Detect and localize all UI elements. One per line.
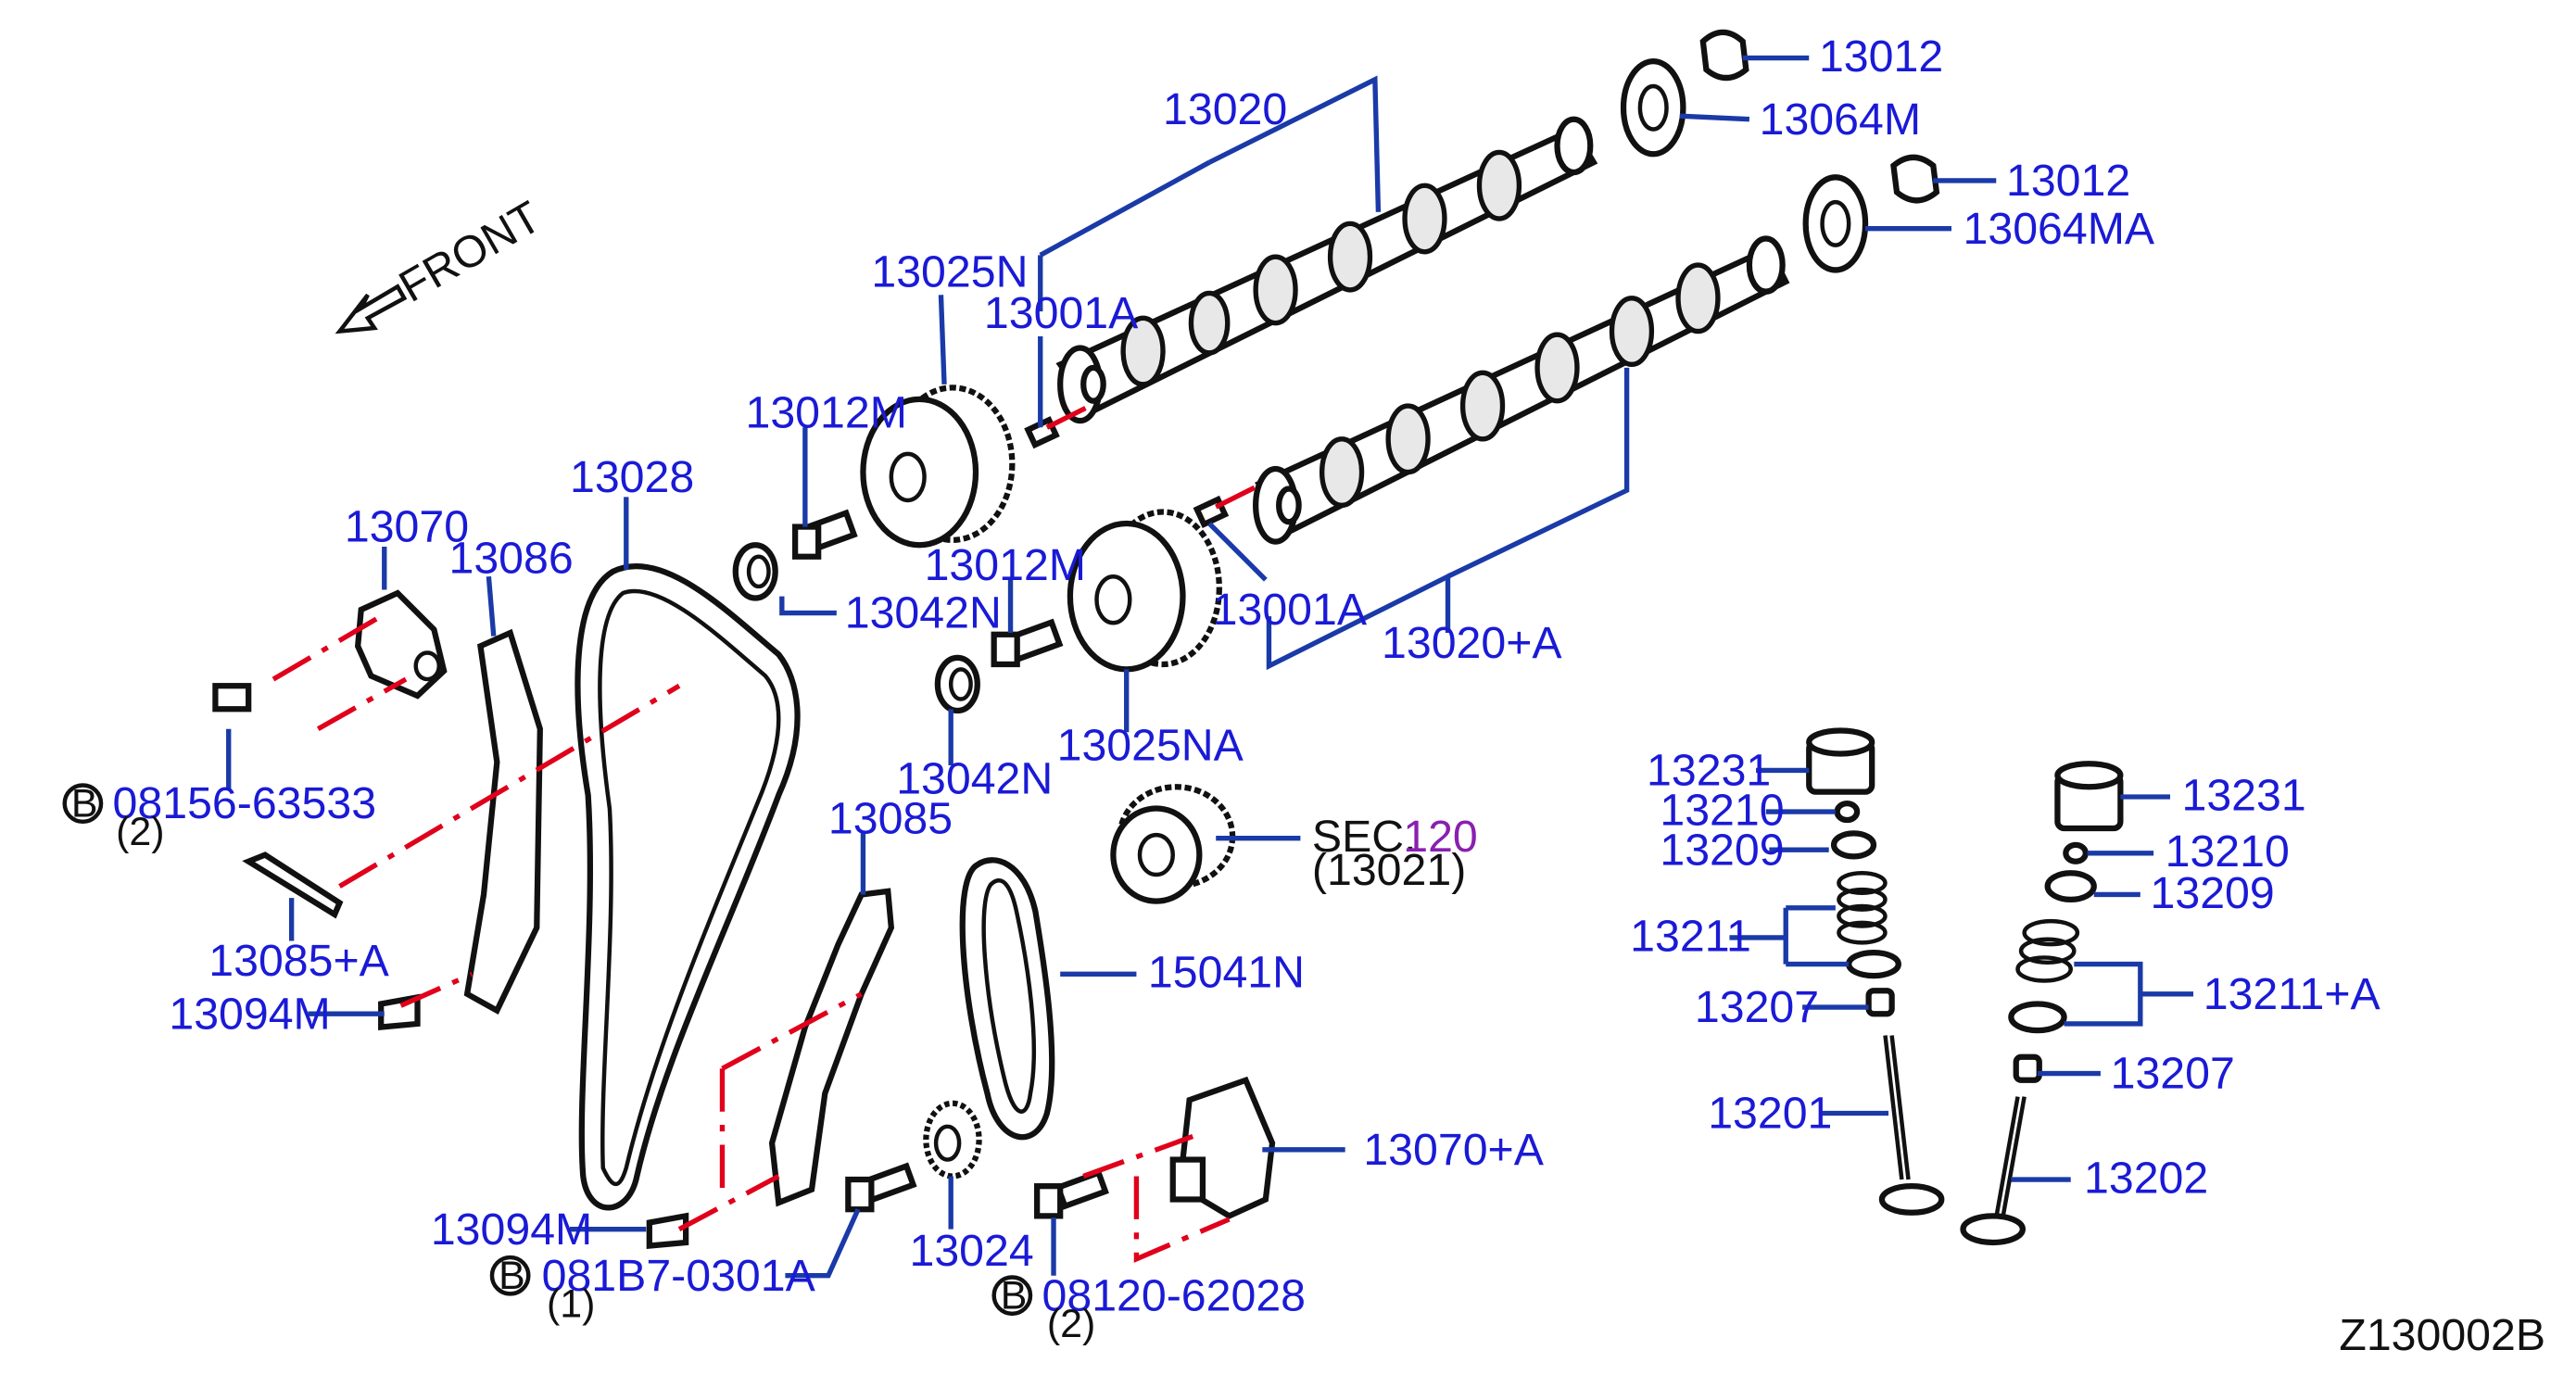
cam-seal-lower (934, 654, 980, 714)
front-arrow-icon (335, 284, 408, 334)
sec-prefix: SEC. (1312, 812, 1417, 862)
svg-text:B: B (71, 781, 98, 826)
label-13012-b: 13012 (2006, 156, 2130, 206)
spring-seat-a (1846, 949, 1901, 979)
sprocket-bolt-lower (991, 618, 1064, 668)
label-13001a-a: 13001A (984, 288, 1139, 338)
diagram-code: Z130002B (2339, 1310, 2545, 1360)
cam-signal-plate-lower (1802, 174, 1869, 273)
chain-tensioner-lower (1169, 1076, 1276, 1219)
label-13094m-a: 13094M (169, 989, 330, 1039)
bolt-marker-icon-2: B (489, 1254, 531, 1298)
cam-signal-plate-upper (1620, 58, 1686, 158)
spring-retainer-a (1830, 830, 1877, 860)
bolt-marker-icon-1: B (62, 781, 104, 826)
label-13012m-a: 13012M (746, 387, 907, 437)
label-13012-a: 13012 (1819, 32, 1943, 82)
label-13207-a: 13207 (1695, 982, 1819, 1032)
bolt-marker-icon-3: B (991, 1273, 1033, 1318)
label-13001a-b: 13001A (1213, 585, 1368, 635)
label-13231-a: 13231 (1647, 745, 1771, 795)
label-13042n-a: 13042N (845, 588, 1002, 638)
label-13231-b: 13231 (2182, 770, 2306, 820)
label-13210-b: 13210 (2166, 826, 2290, 877)
qty-08120: (2) (1047, 1302, 1095, 1346)
valve-spring-b (2015, 918, 2080, 983)
label-13070a: 13070+A (1363, 1125, 1544, 1175)
label-13209-b: 13209 (2151, 868, 2275, 918)
leader-lines (226, 55, 2194, 1279)
cam-sprocket-upper (860, 385, 1016, 549)
label-13201: 13201 (1708, 1089, 1832, 1139)
chain-tensioner-upper (212, 589, 448, 713)
qty-081b7: (1) (547, 1281, 595, 1326)
valve-collet-a (1834, 801, 1861, 824)
front-label: FRONT (391, 192, 549, 312)
spring-seat-b (2008, 1001, 2067, 1034)
label-13085a: 13085+A (208, 936, 389, 986)
timing-chain-secondary (959, 857, 1055, 1141)
label-13025na: 13025NA (1057, 721, 1244, 771)
label-13028: 13028 (570, 452, 694, 502)
sec-subpart: (13021) (1312, 845, 1466, 895)
label-13207-b: 13207 (2111, 1049, 2235, 1099)
label-13202: 13202 (2084, 1153, 2208, 1203)
label-13209-a: 13209 (1660, 825, 1784, 875)
cam-cap-upper (1699, 29, 1749, 82)
label-13094m-b: 13094M (431, 1205, 592, 1255)
valve-seal-b (2013, 1053, 2042, 1083)
pivot-bolt-lower (646, 1212, 689, 1249)
camshaft-intake (1055, 116, 1598, 424)
svg-text:B: B (499, 1254, 525, 1298)
label-13070: 13070 (345, 502, 469, 552)
valve-seal-a (1865, 988, 1895, 1017)
assembly-guides (271, 405, 1257, 1263)
label-08156-63533: 08156-63533 (113, 778, 377, 828)
valve-exhaust (1960, 1096, 2027, 1246)
label-13020: 13020 (1163, 84, 1287, 134)
slack-guide-13086 (463, 628, 543, 1015)
label-13064ma: 13064MA (1964, 204, 2155, 254)
svg-text:B: B (1001, 1273, 1028, 1318)
label-15041n: 15041N (1148, 948, 1305, 998)
crank-sprocket-sec120 (1110, 784, 1236, 904)
qty-08156: (2) (116, 810, 164, 854)
label-08120-62028: 08120-62028 (1042, 1270, 1307, 1320)
label-13086: 13086 (448, 534, 573, 584)
bolt-081b7 (845, 1162, 917, 1213)
label-13024: 13024 (909, 1226, 1033, 1276)
tension-guide-13085 (768, 888, 895, 1207)
bolt-08120 (1034, 1168, 1109, 1219)
label-13020a: 13020+A (1382, 618, 1562, 668)
label-13042n-b: 13042N (896, 753, 1053, 803)
camshaft-exhaust (1253, 235, 1790, 545)
guide-plate-13085a (242, 851, 344, 919)
valve-lifter-b (2054, 761, 2124, 832)
oil-pump-sprocket (923, 1100, 982, 1179)
label-13025n: 13025N (871, 246, 1028, 296)
label-13211a: 13211+A (2203, 969, 2381, 1019)
valve-spring-a (1837, 871, 1888, 945)
timing-chain-primary (575, 563, 801, 1211)
label-13211: 13211 (1630, 911, 1751, 961)
label-13064m: 13064M (1760, 95, 1921, 145)
label-13085: 13085 (828, 793, 953, 843)
sec-number-link[interactable]: 120 (1403, 812, 1478, 862)
valve-collet-b (2063, 841, 2089, 864)
cam-sprocket-lower (1067, 509, 1222, 673)
valve-lifter-a (1806, 727, 1875, 795)
label-13012m-b: 13012M (925, 540, 1086, 590)
valve-intake (1878, 1035, 1945, 1216)
cam-seal-upper (732, 542, 778, 601)
label-13210-a: 13210 (1660, 785, 1784, 835)
cam-cap-lower (1890, 154, 1940, 204)
label-081b7-0301a: 081B7-0301A (542, 1251, 816, 1301)
spring-retainer-b (2044, 870, 2097, 902)
